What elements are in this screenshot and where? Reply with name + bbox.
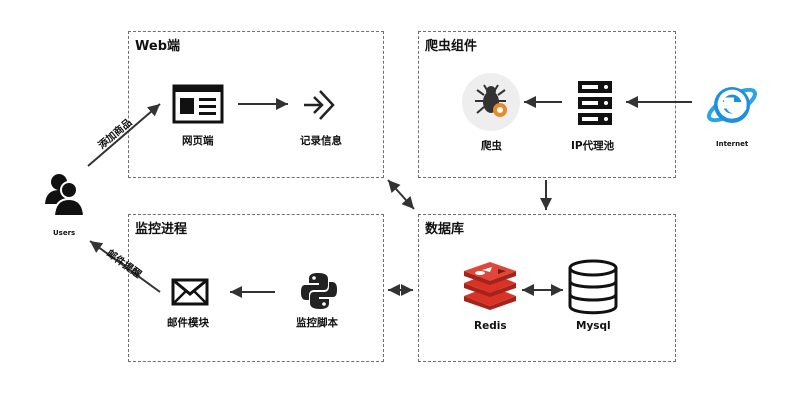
monitor-group: 监控进程 bbox=[128, 214, 384, 362]
record-label: 记录信息 bbox=[300, 135, 342, 147]
redis-label: Redis bbox=[474, 320, 507, 332]
database-group: 数据库 bbox=[418, 214, 676, 362]
arrow-web-database bbox=[387, 179, 415, 210]
arrow-users-to-webpage bbox=[87, 103, 161, 167]
mail-icon bbox=[171, 278, 209, 306]
webpage-label: 网页端 bbox=[182, 135, 214, 147]
web-group: Web端 bbox=[128, 31, 384, 178]
mysql-label: Mysql bbox=[576, 320, 611, 332]
crawler-group: 爬虫组件 bbox=[418, 31, 676, 178]
mail-label: 邮件模块 bbox=[167, 317, 209, 329]
spider-label: 爬虫 bbox=[481, 140, 502, 152]
monitor-script-label: 监控脚本 bbox=[296, 317, 338, 329]
ippool-label: IP代理池 bbox=[571, 140, 615, 152]
monitor-group-title: 监控进程 bbox=[135, 222, 188, 237]
internet-explorer-icon bbox=[707, 87, 757, 123]
crawler-group-title: 爬虫组件 bbox=[425, 39, 478, 54]
arrow-mail-to-users bbox=[89, 240, 161, 293]
redis-icon bbox=[464, 262, 516, 310]
spider-icon bbox=[462, 73, 520, 131]
users-label: Users bbox=[53, 229, 76, 237]
server-icon bbox=[578, 81, 612, 125]
internet-label: Internet bbox=[716, 140, 749, 148]
python-icon bbox=[301, 273, 337, 309]
web-group-title: Web端 bbox=[135, 39, 180, 54]
users-icon bbox=[45, 174, 86, 217]
database-icon bbox=[568, 259, 618, 315]
webpage-icon bbox=[172, 84, 224, 124]
database-group-title: 数据库 bbox=[425, 222, 465, 237]
record-icon bbox=[304, 90, 335, 120]
